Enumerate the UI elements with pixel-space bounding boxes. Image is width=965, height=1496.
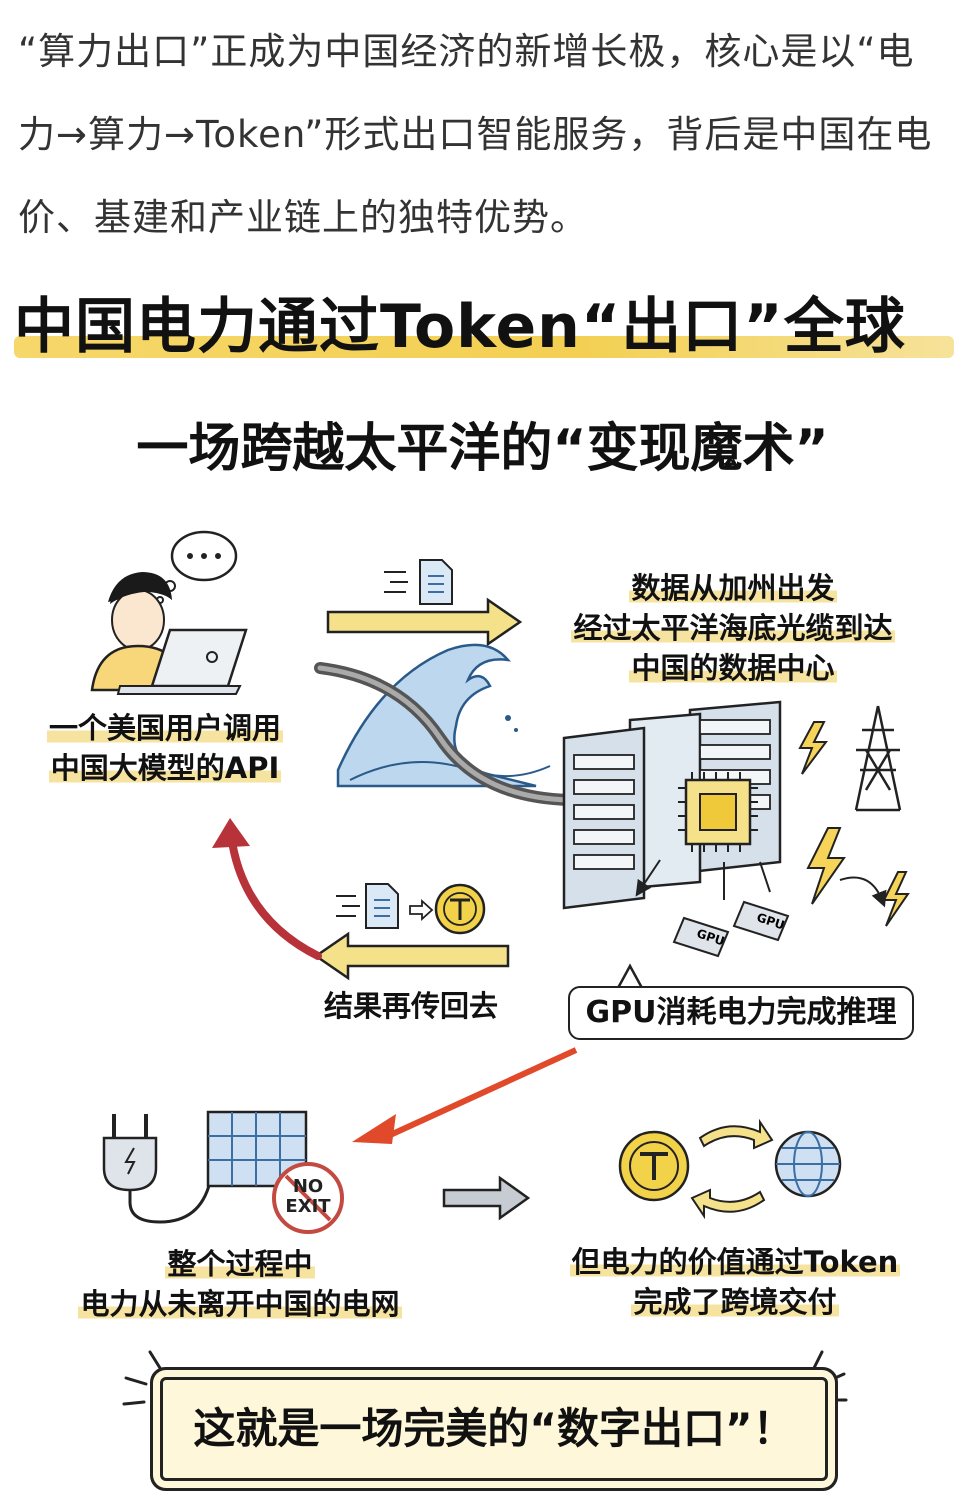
outbound-arrow bbox=[326, 597, 523, 647]
grid-to-token-arrow bbox=[442, 1175, 531, 1221]
sign-text-bottom: EXIT bbox=[285, 1196, 331, 1217]
main-title-text: 中国电力通过Token“出口”全球 bbox=[14, 292, 906, 362]
token-label: 但电力的价值通过Token 完成了跨境交付 bbox=[569, 1245, 901, 1319]
power-tower-icon bbox=[854, 705, 902, 812]
route-label: 数据从加州出发 经过太平洋海底光缆到达 中国的数据中心 bbox=[571, 571, 895, 685]
user-illustration bbox=[90, 530, 248, 695]
return-label: 结果再传回去 bbox=[323, 989, 498, 1023]
token-coin-icon bbox=[434, 883, 486, 935]
chip-icon bbox=[678, 772, 758, 852]
exchange-arrow-top bbox=[698, 1118, 774, 1150]
exchange-arrow-bottom bbox=[690, 1188, 766, 1220]
subtitle: 一场跨越太平洋的“变现魔术” bbox=[136, 419, 829, 479]
conclusion-box: 这就是一场完美的“数字出口”！ bbox=[160, 1377, 828, 1481]
gpu-card-icon: GPU GPU bbox=[672, 900, 790, 958]
wave-icon bbox=[336, 643, 551, 788]
intro-paragraph: “算力出口”正成为中国经济的新增长极，核心是以“电力→算力→Token”形式出口… bbox=[18, 30, 933, 239]
sign-text-top: NO bbox=[293, 1176, 323, 1197]
gpu-to-grid-arrow bbox=[386, 1047, 578, 1139]
token-coin-icon-large bbox=[618, 1130, 690, 1202]
sparkle-lines bbox=[122, 1350, 848, 1406]
globe-icon bbox=[774, 1130, 842, 1198]
grid-label: 整个过程中 电力从未离开中国的电网 bbox=[78, 1247, 402, 1321]
main-title: 中国电力通过Token“出口”全球 bbox=[14, 278, 954, 365]
illustration-layer: GPU GPU bbox=[90, 530, 910, 1406]
return-document-icon bbox=[336, 883, 434, 929]
user-label: 一个美国用户调用 中国大模型的API bbox=[46, 711, 283, 785]
document-icon bbox=[384, 559, 453, 605]
no-exit-sign-icon: NO EXIT bbox=[272, 1162, 344, 1234]
infographic-poster: GPU GPU bbox=[0, 250, 965, 1496]
lightning-icon bbox=[798, 721, 910, 927]
plug-icon bbox=[102, 1114, 212, 1224]
gpu-label: GPU消耗电力完成推理 bbox=[568, 986, 914, 1040]
return-arrow bbox=[313, 931, 510, 981]
